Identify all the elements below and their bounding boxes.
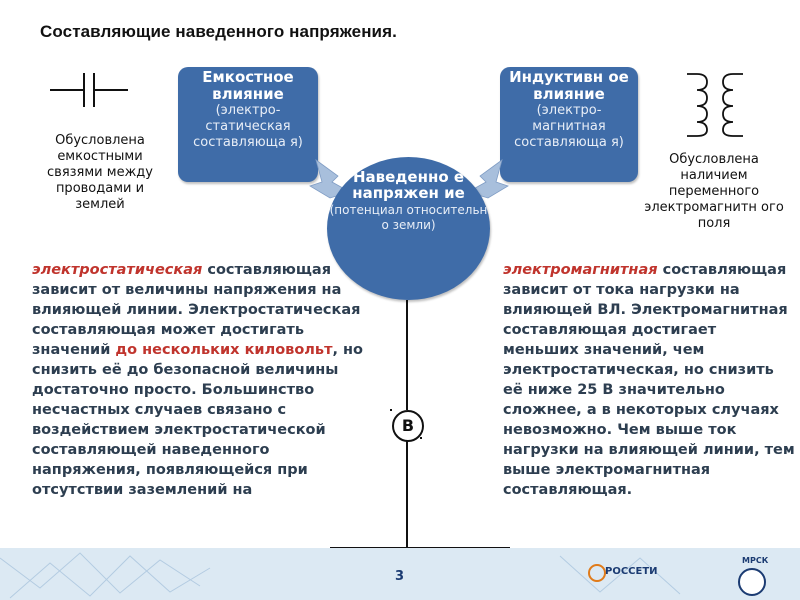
electrostatic-text-2: , но снизить её до безопасной величины д… [32, 342, 364, 498]
capacitive-influence-sub: (электро-статическая составляюща я) [193, 103, 303, 150]
capacitive-influence-box: Емкостное влияние (электро-статическая с… [178, 67, 318, 182]
electromagnetic-highlight: электромагнитная [503, 262, 658, 278]
electromagnetic-paragraph: электромагнитная составляющая зависит от… [503, 260, 795, 500]
rosseti-logo-icon [588, 564, 606, 582]
inductor-icon [687, 73, 743, 137]
footer-band [0, 548, 800, 600]
mrsk-logo: МРСК [742, 556, 769, 565]
electrostatic-paragraph: электростатическая составляющая зависит … [32, 260, 382, 500]
inductive-description: Обусловлена наличием переменного электро… [644, 152, 784, 231]
induced-voltage-sub: (потенциал относительн о земли) [329, 203, 488, 232]
voltmeter-icon: В [392, 410, 424, 442]
voltmeter-label: В [401, 416, 415, 435]
electrostatic-highlight: электростатическая [32, 262, 203, 278]
inductive-influence-heading: Индуктивн ое влияние [509, 68, 629, 103]
electromagnetic-text-1: составляющая зависит от тока нагрузки на… [503, 262, 795, 498]
electrostatic-red-text: до нескольких киловольт [115, 342, 333, 358]
inductive-influence-sub: (электро-магнитная составляюща я) [514, 103, 624, 150]
footer-pattern [0, 552, 681, 599]
slide-title: Составляющие наведенного напряжения. [40, 22, 397, 41]
rosseti-logo: РОССЕТИ [605, 566, 658, 577]
capacitive-influence-heading: Емкостное влияние [202, 68, 294, 103]
induced-voltage-circle: Наведенно е напряжен ие (потенциал относ… [327, 157, 490, 300]
electrostatic-text-1: составляющая зависит от величины напряже… [32, 262, 361, 358]
capacitor-icon [50, 73, 128, 107]
capacitive-description: Обусловлена емкостными связями между про… [47, 133, 153, 212]
inductive-influence-box: Индуктивн ое влияние (электро-магнитная … [500, 67, 638, 182]
page-number: 3 [395, 569, 405, 584]
induced-voltage-heading: Наведенно е напряжен ие [352, 168, 465, 202]
mrsk-logo-icon [738, 568, 766, 596]
